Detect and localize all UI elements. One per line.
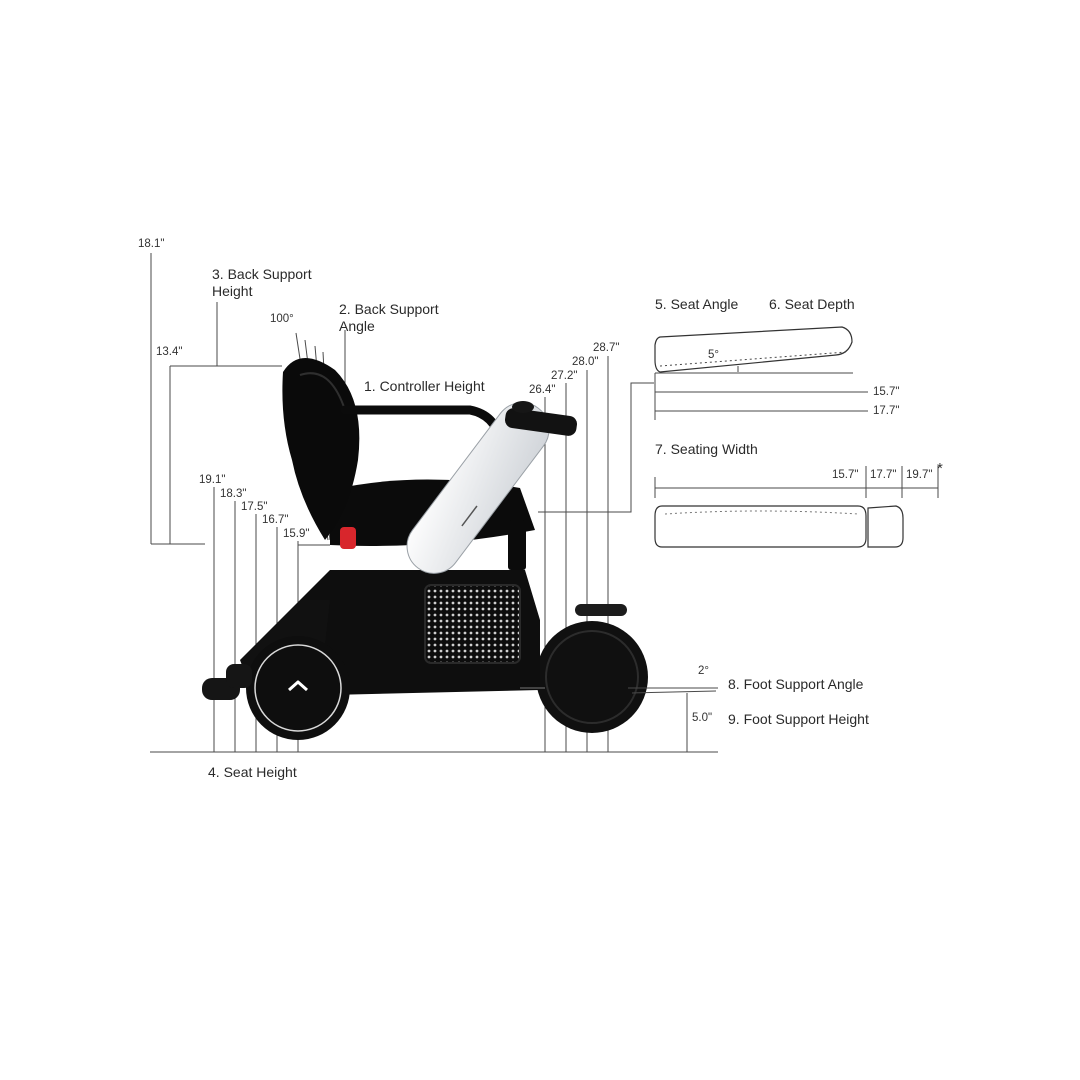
seat-height-label: 4. Seat Height bbox=[208, 764, 297, 780]
seat-height-3: 17.5" bbox=[241, 501, 268, 513]
seating-width-diagram bbox=[654, 466, 939, 548]
seating-width-3: 19.7" bbox=[906, 469, 933, 481]
seat-leader-line bbox=[538, 382, 654, 513]
foot-support-angle-value: 2° bbox=[698, 665, 709, 677]
seating-width-label: 7. Seating Width bbox=[655, 441, 758, 457]
back-support-height-lines bbox=[150, 253, 282, 545]
controller-height-4: 28.7" bbox=[593, 342, 620, 354]
back-support-angle-value: 100° bbox=[270, 313, 294, 325]
back-support-height-max: 18.1" bbox=[138, 238, 165, 250]
seat-angle-value: 5° bbox=[708, 349, 719, 361]
seat-height-2: 18.3" bbox=[220, 488, 247, 500]
seat-height-1: 19.1" bbox=[199, 474, 226, 486]
seat-depth-label: 6. Seat Depth bbox=[769, 296, 855, 312]
controller-height-label: 1. Controller Height bbox=[364, 378, 485, 394]
foot-support-height-label: 9. Foot Support Height bbox=[728, 711, 869, 727]
seating-width-2: 17.7" bbox=[870, 469, 897, 481]
controller-height-2: 27.2" bbox=[551, 370, 578, 382]
controller-height-3: 28.0" bbox=[572, 356, 599, 368]
back-support-height-min: 13.4" bbox=[156, 346, 183, 358]
seat-angle-label: 5. Seat Angle bbox=[655, 296, 739, 312]
wheelchair-illustration bbox=[202, 357, 648, 740]
seating-width-asterisk: * bbox=[937, 460, 943, 477]
foot-support-height-value: 5.0" bbox=[692, 712, 713, 724]
foot-support-lines bbox=[628, 687, 718, 752]
seat-height-4: 16.7" bbox=[262, 514, 289, 526]
seat-height-5: 15.9" bbox=[283, 528, 310, 540]
seat-angle-depth-diagram bbox=[654, 326, 868, 420]
seating-width-1: 15.7" bbox=[832, 469, 859, 481]
seat-depth-2: 17.7" bbox=[873, 405, 900, 417]
back-support-height-label: 3. Back Support Height bbox=[212, 266, 312, 299]
foot-support-angle-label: 8. Foot Support Angle bbox=[728, 676, 864, 692]
controller-height-1: 26.4" bbox=[529, 384, 556, 396]
back-support-angle-label: 2. Back Support Angle bbox=[339, 301, 439, 334]
seat-depth-1: 15.7" bbox=[873, 386, 900, 398]
